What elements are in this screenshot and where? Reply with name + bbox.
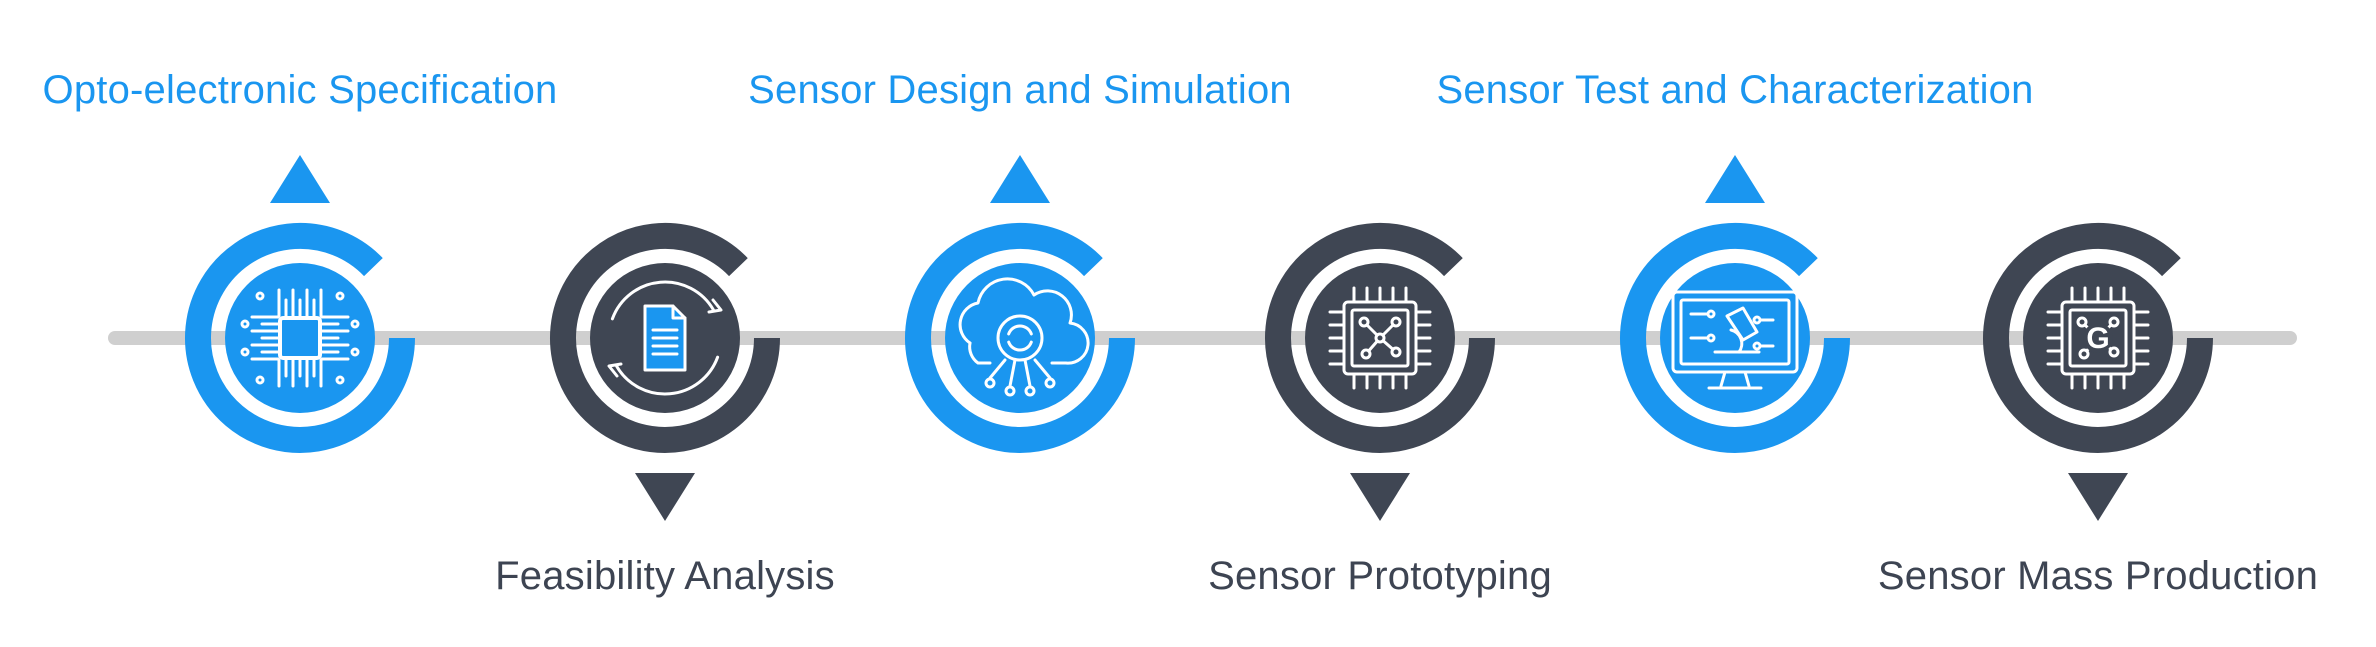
ring-arc — [1620, 222, 1850, 453]
step-label-sensor-design-and-simulation: Sensor Design and Simulation — [748, 68, 1292, 112]
monitor-microscope-icon — [1671, 290, 1799, 390]
arrow-down-icon — [1350, 473, 1410, 521]
step-node-3 — [905, 155, 1135, 453]
processor-icon — [1328, 286, 1432, 390]
document-refresh-icon — [607, 280, 723, 396]
step-label-sensor-prototyping: Sensor Prototyping — [1208, 554, 1552, 598]
ring-arc — [905, 222, 1135, 453]
chip-circuit-icon — [240, 288, 360, 388]
inner-disc — [225, 263, 375, 413]
svg-text:G: G — [2086, 322, 2109, 355]
step-label-opto-electronic-specification: Opto-electronic Specification — [42, 68, 558, 112]
arrow-down-icon — [635, 473, 695, 521]
inner-disc — [945, 263, 1095, 413]
step-label-sensor-test-and-characterization: Sensor Test and Characterization — [1436, 68, 2034, 112]
arrow-up-icon — [270, 155, 330, 203]
step-node-1 — [185, 155, 415, 453]
processor-g-icon: G — [2046, 286, 2150, 390]
step-node-6: G — [1983, 222, 2213, 521]
ring-arc — [550, 222, 780, 453]
arrow-up-icon — [1705, 155, 1765, 203]
arrow-up-icon — [990, 155, 1050, 203]
ring-arc — [1983, 222, 2213, 453]
step-label-feasibility-analysis: Feasibility Analysis — [495, 554, 835, 598]
step-node-4 — [1265, 222, 1495, 521]
ring-arc — [1265, 222, 1495, 453]
arrow-down-icon — [2068, 473, 2128, 521]
step-label-sensor-mass-production: Sensor Mass Production — [1877, 554, 2319, 598]
step-node-5 — [1620, 155, 1850, 453]
step-node-2 — [550, 222, 780, 521]
cloud-sync-icon — [958, 277, 1090, 397]
ring-arc — [185, 222, 415, 453]
